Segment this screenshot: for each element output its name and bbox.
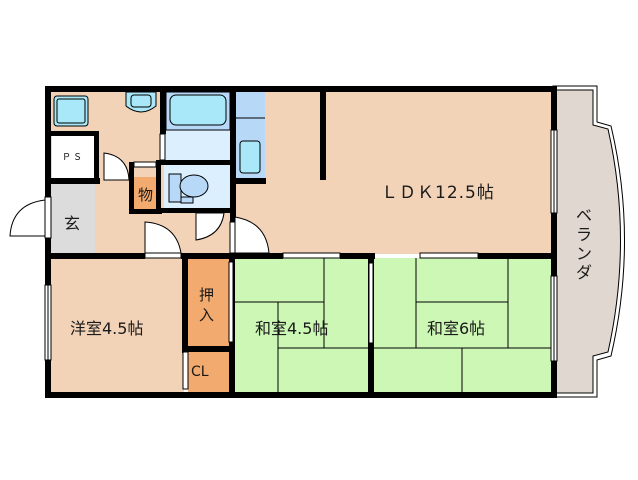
japanese-room-large-label: 和室6帖 bbox=[427, 319, 486, 338]
ldk-label: ＬＤＫ12.5帖 bbox=[381, 183, 495, 203]
balcony-label: ベランダ bbox=[575, 206, 592, 282]
western-room-label: 洋室4.5帖 bbox=[70, 319, 144, 338]
genkan-label: 玄 bbox=[64, 214, 81, 233]
balcony-area bbox=[552, 85, 625, 398]
closet-label: CL bbox=[191, 364, 209, 380]
pipe-space-label: ＰＳ bbox=[62, 153, 85, 163]
oshiire-label: 押入 bbox=[199, 286, 215, 324]
japanese-room-small-label: 和室4.5帖 bbox=[255, 319, 329, 338]
storage-small-label: 物 bbox=[138, 186, 154, 204]
